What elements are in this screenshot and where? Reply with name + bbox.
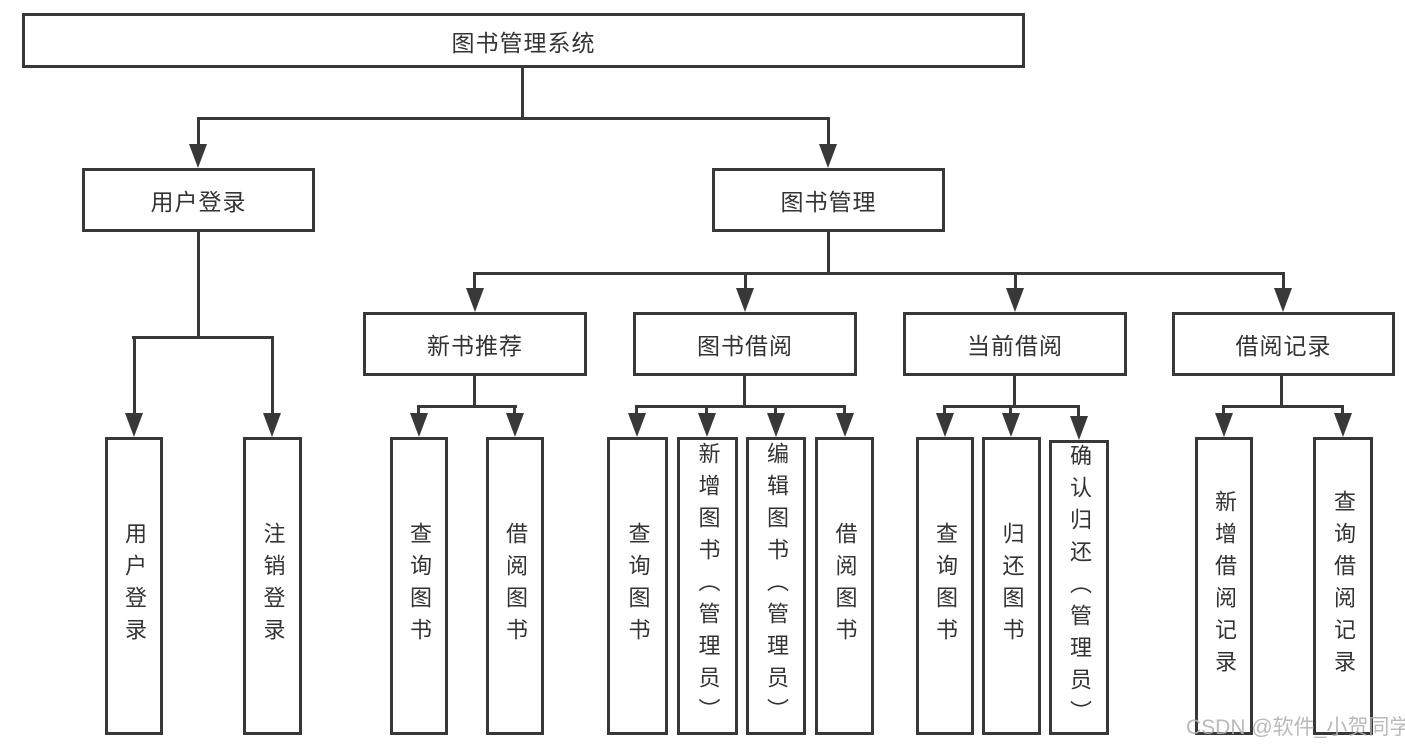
connector-drop-book-management	[827, 117, 830, 146]
connector-drop-query-books-1	[417, 405, 420, 419]
arrowhead-confirm-return	[1070, 416, 1088, 440]
leaf-query-books-current-label: 查询图书	[933, 522, 958, 650]
arrowhead-borrow-books-1	[506, 413, 524, 437]
connector-drop-borrow-books-1	[513, 405, 516, 419]
connector-borrowing-records-stub	[1280, 376, 1283, 408]
connector-user-login-stub	[197, 232, 200, 339]
leaf-query-books-recommend-label: 查询图书	[407, 522, 432, 650]
leaf-edit-books-admin-label: 编辑图书（管理员）	[764, 442, 789, 730]
connector-drop-current-borrowing	[1014, 272, 1017, 292]
arrowhead-edit-books	[767, 413, 785, 437]
leaf-add-borrow-record-label: 新增借阅记录	[1212, 490, 1237, 682]
connector-drop-add-books	[705, 405, 708, 419]
leaf-user-login: 用户登录	[105, 437, 163, 735]
arrowhead-user-login	[189, 144, 207, 168]
arrowhead-leaf-logout	[263, 413, 281, 437]
leaf-borrow-books-borrowing: 借阅图书	[815, 437, 874, 735]
node-book-management-label: 图书管理	[780, 189, 877, 215]
arrowhead-leaf-user-login	[125, 413, 143, 437]
node-current-borrowing: 当前借阅	[903, 312, 1127, 376]
leaf-return-books: 归还图书	[982, 437, 1041, 735]
leaf-logout-label: 注销登录	[260, 522, 286, 650]
connector-drop-edit-books	[774, 405, 777, 419]
node-user-login-label: 用户登录	[150, 189, 247, 215]
arrowhead-new-book	[466, 288, 484, 312]
connector-drop-query-books-2	[635, 405, 638, 419]
leaf-edit-books-admin: 编辑图书（管理员）	[746, 437, 806, 735]
node-root-label: 图书管理系统	[451, 29, 596, 56]
connector-drop-add-record	[1222, 405, 1225, 419]
connector-drop-return-books	[1009, 405, 1012, 419]
leaf-confirm-return-admin-label: 确认归还（管理员）	[1067, 443, 1092, 732]
connector-new-book-stub	[473, 376, 476, 408]
node-current-borrowing-label: 当前借阅	[967, 333, 1063, 359]
connector-drop-confirm-return	[1077, 405, 1080, 419]
node-book-borrowing-label: 图书借阅	[697, 333, 793, 359]
leaf-borrow-books-recommend: 借阅图书	[486, 437, 544, 735]
leaf-query-books-recommend: 查询图书	[390, 437, 448, 735]
leaf-add-books-admin: 新增图书（管理员）	[677, 437, 738, 735]
leaf-user-login-label: 用户登录	[122, 522, 147, 650]
leaf-add-books-admin-label: 新增图书（管理员）	[695, 442, 721, 730]
node-borrowing-records: 借阅记录	[1172, 312, 1395, 376]
connector-drop-new-book	[473, 272, 476, 292]
arrowhead-add-books	[698, 413, 716, 437]
leaf-query-books-current: 查询图书	[916, 437, 974, 735]
connector-drop-user-login	[197, 117, 200, 146]
connector-borrowing-records-hline	[1222, 405, 1344, 408]
watermark: CSDN @软件_小贺同学	[1186, 716, 1405, 739]
connector-drop-book-borrowing	[744, 272, 747, 292]
arrowhead-query-record	[1334, 413, 1352, 437]
connector-drop-query-books-3	[943, 405, 946, 419]
connector-book-management-stub	[827, 232, 830, 275]
connector-level3-hline	[473, 272, 1284, 275]
arrowhead-borrowing-records	[1274, 288, 1292, 312]
connector-current-borrowing-stub	[1013, 376, 1016, 408]
connector-book-borrowing-hline	[635, 405, 846, 408]
connector-new-book-hline	[417, 405, 517, 408]
connector-book-borrowing-stub	[743, 376, 746, 408]
leaf-logout: 注销登录	[243, 437, 302, 735]
node-new-book-recommendation: 新书推荐	[363, 312, 587, 376]
node-new-book-recommendation-label: 新书推荐	[427, 333, 523, 359]
node-book-management: 图书管理	[712, 168, 945, 232]
arrowhead-book-management	[819, 144, 837, 168]
connector-root-stub	[521, 68, 524, 118]
arrowhead-current-borrowing	[1006, 288, 1024, 312]
node-borrowing-records-label: 借阅记录	[1235, 333, 1332, 359]
leaf-return-books-label: 归还图书	[999, 522, 1025, 650]
arrowhead-query-books-2	[628, 413, 646, 437]
connector-level1-hline	[197, 117, 830, 120]
arrowhead-return-books	[1002, 413, 1020, 437]
node-root: 图书管理系统	[22, 13, 1025, 68]
leaf-query-books-borrowing-label: 查询图书	[625, 522, 651, 650]
connector-drop-leaf-logout	[271, 336, 274, 416]
connector-drop-borrowing-records	[1282, 272, 1285, 292]
arrowhead-query-books-1	[410, 413, 428, 437]
arrowhead-borrow-books-2	[836, 413, 854, 437]
node-user-login: 用户登录	[82, 168, 315, 232]
leaf-borrow-books-recommend-label: 借阅图书	[503, 522, 528, 650]
leaf-add-borrow-record: 新增借阅记录	[1195, 437, 1253, 735]
leaf-borrow-books-borrowing-label: 借阅图书	[832, 522, 858, 650]
connector-user-login-hline	[132, 336, 274, 339]
arrowhead-add-record	[1215, 413, 1233, 437]
arrowhead-book-borrowing	[736, 288, 754, 312]
node-book-borrowing: 图书借阅	[633, 312, 857, 376]
leaf-confirm-return-admin: 确认归还（管理员）	[1049, 440, 1109, 735]
leaf-query-borrow-record-label: 查询借阅记录	[1331, 490, 1356, 682]
leaf-query-books-borrowing: 查询图书	[607, 437, 668, 735]
arrowhead-query-books-3	[936, 413, 954, 437]
connector-drop-leaf-user-login	[133, 336, 136, 416]
leaf-query-borrow-record: 查询借阅记录	[1313, 437, 1373, 735]
connector-drop-borrow-books-2	[843, 405, 846, 419]
connector-drop-query-record	[1341, 405, 1344, 419]
